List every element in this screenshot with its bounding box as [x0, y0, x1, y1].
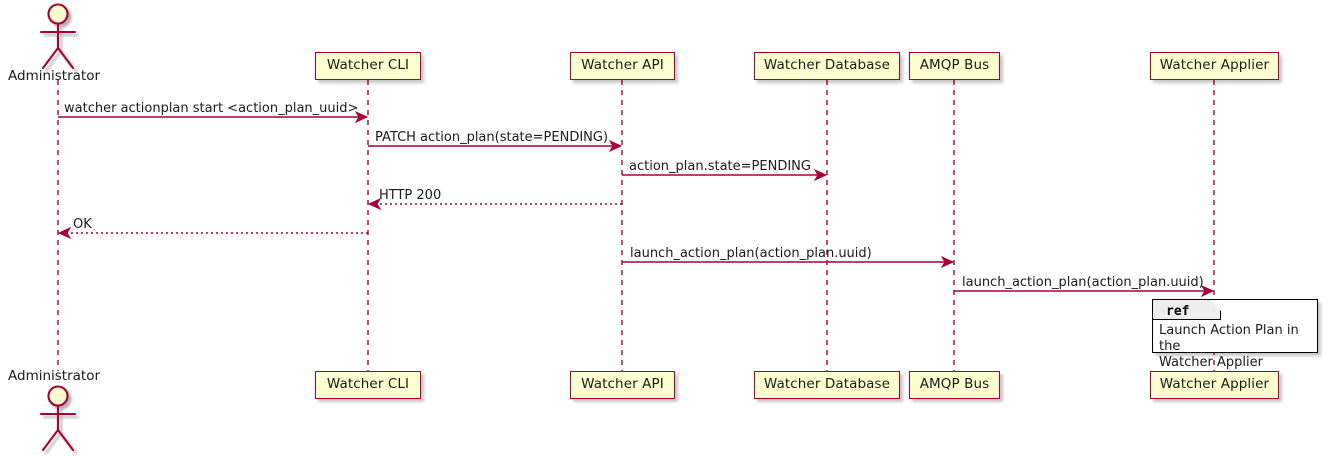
ref-fragment-tab-label: ref [1166, 304, 1190, 319]
message-label-1: watcher actionplan start <action_plan_uu… [64, 101, 359, 116]
participant-label-watcher-applier-bottom: Watcher Applier [1159, 376, 1270, 393]
participant-box-watcher-database-top[interactable]: Watcher Database [754, 52, 900, 80]
participant-label-watcher-cli-bottom: Watcher CLI [326, 376, 410, 393]
actor-label-administrator-top[interactable]: Administrator [8, 68, 101, 84]
participant-label-watcher-database-top: Watcher Database [763, 57, 891, 74]
actor-leg-right-bottom [56, 428, 75, 452]
participant-box-watcher-cli-bottom[interactable]: Watcher CLI [315, 371, 421, 399]
message-arrowhead-5 [57, 226, 72, 240]
message-label-7: launch_action_plan(action_plan.uuid) [962, 275, 1204, 290]
message-label-2: PATCH action_plan(state=PENDING) [375, 130, 609, 145]
message-label-6: launch_action_plan(action_plan.uuid) [630, 246, 872, 261]
actor-head-bottom [47, 385, 69, 407]
participant-box-watcher-applier-bottom[interactable]: Watcher Applier [1150, 371, 1279, 399]
participant-box-watcher-api-bottom[interactable]: Watcher API [570, 371, 675, 399]
participant-box-watcher-applier-top[interactable]: Watcher Applier [1150, 52, 1279, 80]
participant-box-amqp-bus-top[interactable]: AMQP Bus [909, 52, 1000, 80]
participant-label-watcher-database-bottom: Watcher Database [763, 376, 891, 393]
message-label-3: action_plan.state=PENDING [629, 159, 811, 174]
actor-head-top [47, 3, 69, 25]
participant-label-watcher-api-bottom: Watcher API [581, 376, 664, 393]
actor-label-administrator-bottom[interactable]: Administrator [8, 368, 101, 384]
message-arrowhead-6 [940, 255, 955, 269]
participant-box-watcher-api-top[interactable]: Watcher API [570, 52, 675, 80]
actor-figure-top [39, 3, 77, 70]
actor-leg-left-bottom [41, 428, 60, 452]
message-arrowhead-3 [813, 168, 828, 182]
ref-fragment-body: Launch Action Plan in the Watcher Applie… [1159, 323, 1299, 370]
message-5 [57, 226, 368, 240]
participant-box-watcher-database-bottom[interactable]: Watcher Database [754, 371, 900, 399]
actor-leg-right-top [56, 46, 75, 70]
participant-label-watcher-applier-top: Watcher Applier [1159, 57, 1270, 74]
participant-label-amqp-bus-bottom: AMQP Bus [919, 376, 990, 393]
message-label-4: HTTP 200 [379, 188, 442, 203]
participant-label-amqp-bus-top: AMQP Bus [919, 57, 990, 74]
actor-leg-left-top [41, 46, 60, 70]
participant-label-watcher-cli-top: Watcher CLI [326, 57, 410, 74]
participant-box-amqp-bus-bottom[interactable]: AMQP Bus [909, 371, 1000, 399]
actor-figure-bottom [39, 385, 77, 452]
participant-box-watcher-cli-top[interactable]: Watcher CLI [315, 52, 421, 80]
message-arrowhead-2 [608, 139, 623, 153]
participant-label-watcher-api-top: Watcher API [581, 57, 664, 74]
message-label-5: OK [73, 217, 92, 232]
